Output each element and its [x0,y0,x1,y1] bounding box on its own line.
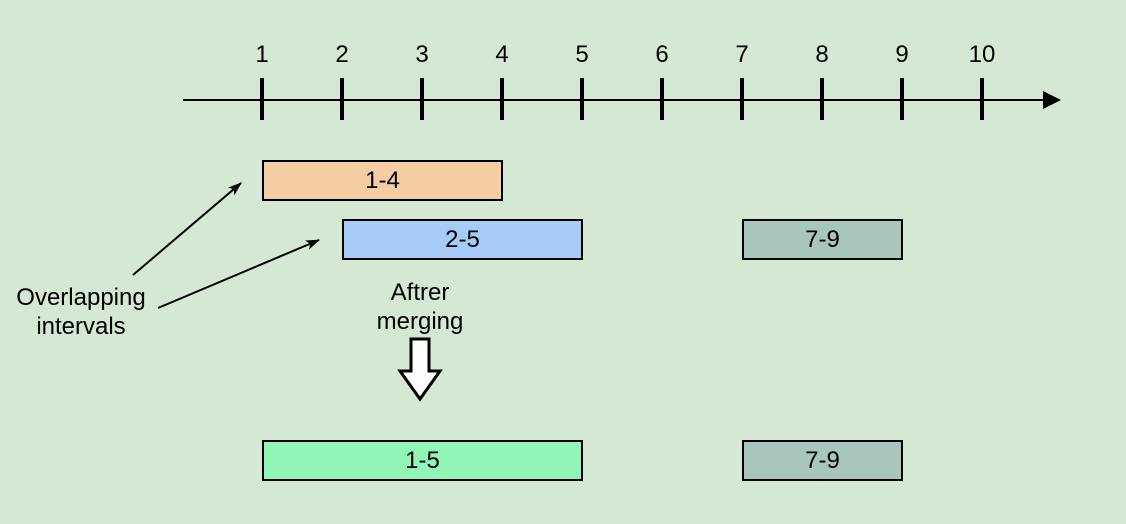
tick-mark [580,78,584,120]
interval-bar-label: 2-5 [445,225,480,253]
tick-label: 4 [495,41,509,68]
after-merging-line1: Aftrer [390,279,450,306]
after-merging-line2: merging [376,308,464,335]
number-line-tick-1: 1 [242,42,282,120]
overlapping-intervals-line2: intervals [36,313,126,340]
tick-label: 9 [895,41,909,68]
interval-bar-1-5-merged: 1-5 [262,440,583,481]
tick-label: 10 [968,41,996,68]
after-merging-label: Aftrer merging [345,278,495,336]
interval-bar-label: 1-4 [365,166,400,194]
overlapping-intervals-line1: Overlapping [16,284,146,311]
interval-bar-7-9-after: 7-9 [742,440,903,481]
interval-bar-2-5: 2-5 [342,219,583,260]
number-line-tick-10: 10 [962,42,1002,120]
number-line-arrowhead-icon [1043,91,1061,109]
number-line-tick-9: 9 [882,42,922,120]
number-line-tick-6: 6 [642,42,682,120]
merge-down-arrow-icon [397,337,443,402]
overlapping-intervals-label: Overlapping intervals [5,283,157,341]
number-line-tick-4: 4 [482,42,522,120]
number-line-tick-8: 8 [802,42,842,120]
tick-mark [500,78,504,120]
tick-label: 8 [815,41,829,68]
interval-bar-label: 7-9 [805,446,840,474]
arrow-to-interval-2-5 [157,239,320,309]
tick-label: 5 [575,41,589,68]
interval-bar-1-4: 1-4 [262,160,503,201]
tick-mark [740,78,744,120]
tick-mark [820,78,824,120]
number-line-axis [183,99,1045,101]
interval-bar-7-9-before: 7-9 [742,219,903,260]
tick-label: 2 [335,41,349,68]
tick-mark [340,78,344,120]
number-line-tick-2: 2 [322,42,362,120]
tick-mark [980,78,984,120]
number-line-tick-7: 7 [722,42,762,120]
interval-bar-label: 7-9 [805,225,840,253]
tick-label: 6 [655,41,669,68]
tick-mark [260,78,264,120]
tick-mark [900,78,904,120]
tick-label: 7 [735,41,749,68]
number-line-tick-3: 3 [402,42,442,120]
arrow-to-interval-1-4 [132,182,242,276]
interval-bar-label: 1-5 [405,446,440,474]
tick-label: 3 [415,41,429,68]
number-line-tick-5: 5 [562,42,602,120]
tick-mark [420,78,424,120]
tick-mark [660,78,664,120]
tick-label: 1 [255,41,269,68]
